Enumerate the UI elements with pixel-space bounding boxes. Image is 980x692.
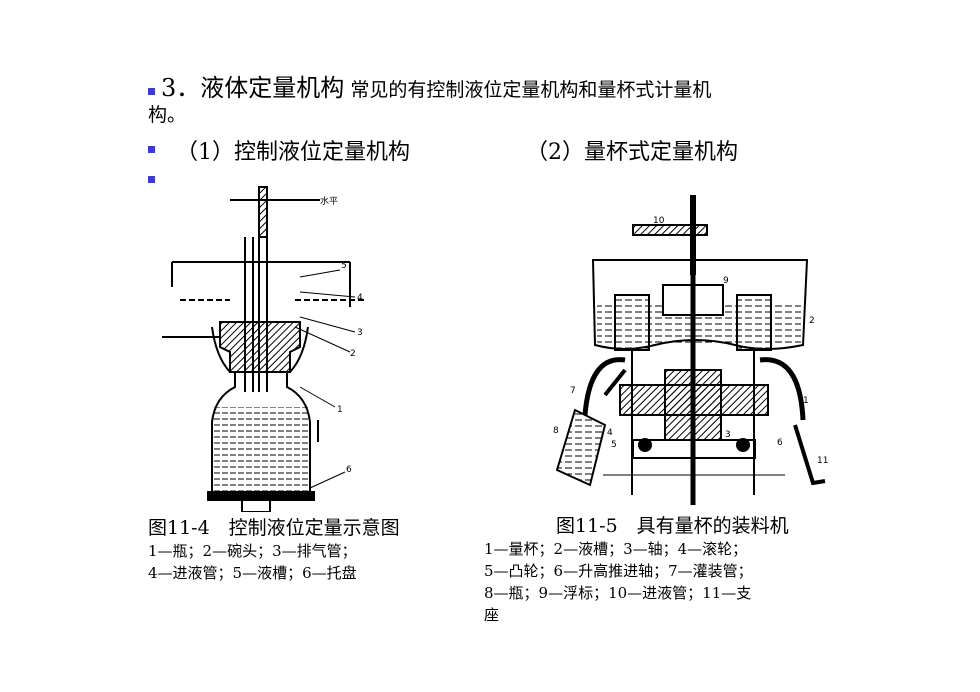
caption-figure-11-5: 图11-5 具有量杯的装料机 1—量杯；2—液槽；3—轴；4—滚轮； 5—凸轮；… xyxy=(484,514,854,626)
fig1-label: 3 xyxy=(357,328,363,338)
heading-desc-cont: 构。 xyxy=(148,104,187,126)
fig2-label: 7 xyxy=(570,386,576,396)
bullet-icon xyxy=(148,176,155,183)
caption-line: 5—凸轮；6—升高推进轴；7—灌装管； xyxy=(484,562,753,580)
heading-number: 3． xyxy=(161,74,201,102)
caption-line: 座 xyxy=(484,606,500,624)
heading: 3．液体定量机构 常见的有控制液位定量机构和量杯式计量机 构。 xyxy=(148,76,838,128)
fig1-label: 1 xyxy=(337,405,343,415)
bullet-icon xyxy=(148,146,155,153)
caption-title: 图11-5 具有量杯的装料机 xyxy=(556,515,789,537)
heading-title: 液体定量机构 xyxy=(200,74,345,102)
caption-line: 1—量杯；2—液槽；3—轴；4—滚轮； xyxy=(484,540,748,558)
fig2-label: 3 xyxy=(725,430,731,440)
fig1-label: 2 xyxy=(350,349,356,359)
subtitle-right: （2）量杯式定量机构 xyxy=(526,140,738,165)
subtitle-left: （1）控制液位定量机构 xyxy=(176,140,410,165)
caption-line: 8—瓶；9—浮标；10—进液管；11—支 xyxy=(484,584,752,602)
fig1-label: 4 xyxy=(357,293,363,303)
fig1-label: 5 xyxy=(341,261,347,271)
bullet-icon xyxy=(148,88,155,95)
fig2-label: 4 xyxy=(607,428,613,438)
fig2-label: 11 xyxy=(817,456,828,466)
fig2-label: 5 xyxy=(611,440,617,450)
fig1-label-level: 水平 xyxy=(320,195,338,207)
figure-measuring-cup-filler: 10 9 2 7 8 4 3 5 6 1 11 xyxy=(553,195,828,505)
caption-title: 图11-4 控制液位定量示意图 xyxy=(148,517,400,539)
caption-figure-11-4: 图11-4 控制液位定量示意图 1—瓶；2—碗头；3—排气管； 4—进液管；5—… xyxy=(148,516,448,584)
caption-line: 1—瓶；2—碗头；3—排气管； xyxy=(148,542,357,560)
fig2-label: 2 xyxy=(809,316,815,326)
heading-desc: 常见的有控制液位定量机构和量杯式计量机 xyxy=(344,79,712,101)
fig2-label: 8 xyxy=(553,426,559,436)
figure-liquid-level-diagram: 水平 5 4 3 2 1 6 xyxy=(162,186,365,512)
subtitles: （1）控制液位定量机构 （2）量杯式定量机构 xyxy=(148,134,848,168)
fig2-label: 1 xyxy=(803,396,809,406)
fig1-label: 6 xyxy=(346,465,352,475)
fig2-label: 6 xyxy=(777,438,783,448)
fig2-label: 10 xyxy=(653,216,665,226)
caption-line: 4—进液管；5—液槽；6—托盘 xyxy=(148,564,357,582)
fig2-label: 9 xyxy=(723,276,729,286)
